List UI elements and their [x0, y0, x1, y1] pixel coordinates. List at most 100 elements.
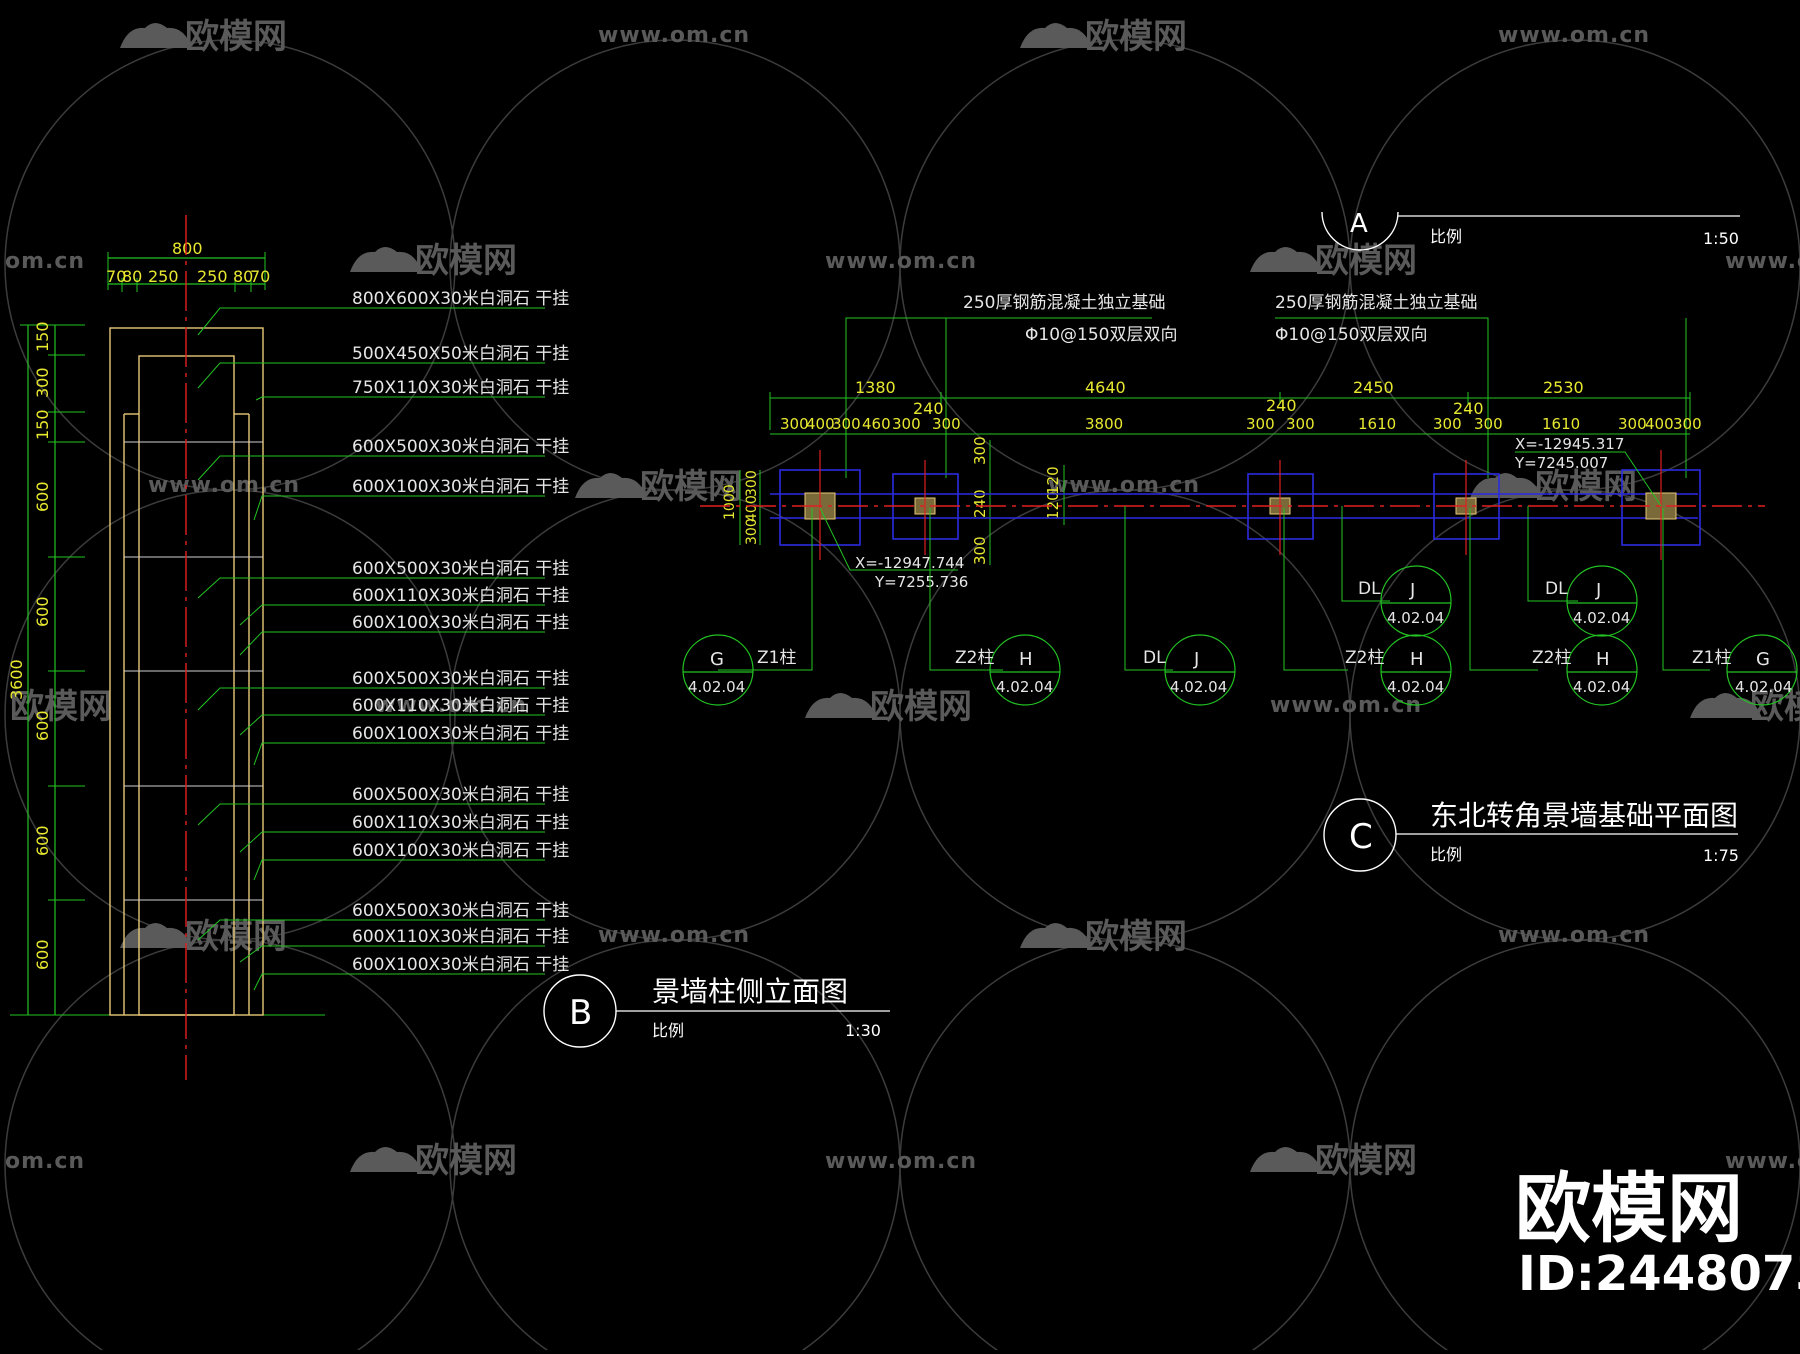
dim-mid: 1610 [1542, 415, 1580, 433]
material-label: 600X500X30米白洞石 干挂 [352, 785, 569, 805]
material-label: 600X100X30米白洞石 干挂 [352, 724, 569, 744]
title-plan-c: 东北转角景墙基础平面图 [1430, 799, 1738, 832]
sofa-logo-icon [1690, 693, 1762, 718]
watermark-brand: 欧模网 [415, 241, 517, 281]
watermark-url: www.om.cn [825, 249, 977, 274]
material-label: 600X500X30米白洞石 干挂 [352, 437, 569, 457]
svg-text:Z2柱: Z2柱 [955, 648, 994, 668]
svg-text:4.02.04: 4.02.04 [1735, 678, 1792, 696]
svg-text:Z2柱: Z2柱 [1532, 648, 1571, 668]
dim-mid: 300 [832, 415, 861, 433]
svg-text:4.02.04: 4.02.04 [1573, 609, 1630, 627]
watermark-brand: 欧模网 [1535, 467, 1637, 507]
dim-left: 300 [744, 470, 760, 497]
callout-h-3: Z2柱 H 4.02.04 [1532, 648, 1630, 696]
dim-height: 600 [33, 481, 52, 512]
sofa-logo-icon [1020, 923, 1092, 948]
sofa-logo-icon [1250, 247, 1322, 272]
watermark-url: www.om.cn [1270, 693, 1422, 718]
watermark-brand: 欧模网 [1315, 241, 1417, 281]
svg-text:H: H [1596, 649, 1610, 670]
watermark-brand: 欧模网 [185, 917, 287, 957]
dim-sub: 80 [122, 267, 142, 286]
dim-vert2: 120 [1044, 466, 1062, 495]
watermark-brand-texts: 欧模网 欧模网 欧模网 欧模网 欧模网 欧模网 欧模网 欧模网 欧模网 欧模网 … [10, 17, 1800, 1181]
dim-mid: 300 [1673, 415, 1702, 433]
title-block-a: A 比例 1:50 [1321, 209, 1740, 251]
sofa-logo-icon [805, 693, 877, 718]
sofa-logo-icon [120, 923, 192, 948]
scale-a: 1:50 [1703, 229, 1739, 248]
dim-mid: 300 [1618, 415, 1647, 433]
material-label: 600X110X30米白洞石 干挂 [352, 696, 569, 716]
sofa-logo-icon [120, 23, 192, 48]
coord-x: X=-12945.317 [1515, 435, 1624, 453]
dim-mid: 400 [806, 415, 835, 433]
watermark-brand: 欧模网 [1315, 1141, 1417, 1181]
scale-label-c: 比例 [1430, 845, 1462, 864]
callout-j-upper: DL J 4.02.04 [1358, 579, 1444, 627]
dim-height: 150 [33, 321, 52, 352]
callout-h-2: Z2柱 H 4.02.04 [1345, 648, 1444, 696]
sofa-logo-icon [1020, 23, 1092, 48]
title-elevation-b: 景墙柱侧立面图 [652, 975, 848, 1008]
material-label: 600X100X30米白洞石 干挂 [352, 841, 569, 861]
material-label: 600X100X30米白洞石 干挂 [352, 613, 569, 633]
material-label: 600X100X30米白洞石 干挂 [352, 955, 569, 975]
dim-vert: 240 [971, 489, 989, 518]
title-letter-a: A [1350, 209, 1368, 239]
elevation-b: 800 70 80 250 250 80 70 150 300 1 [7, 215, 890, 1080]
material-label: 750X110X30米白洞石 干挂 [352, 378, 569, 398]
dim-height: 600 [33, 596, 52, 627]
svg-text:4.02.04: 4.02.04 [1170, 678, 1227, 696]
title-letter-c: C [1349, 817, 1373, 857]
scale-label-b: 比例 [652, 1021, 684, 1040]
dim-height: 300 [33, 367, 52, 398]
svg-text:G: G [710, 649, 724, 670]
dim-sub: 80 [233, 267, 253, 286]
watermark-brand: 欧模网 [870, 687, 972, 727]
svg-text:4.02.04: 4.02.04 [1387, 678, 1444, 696]
dim-sub: 70 [250, 267, 270, 286]
dim-mid: 300 [892, 415, 921, 433]
watermark-brand: 欧模网 [1750, 687, 1800, 727]
dim-height: 600 [33, 825, 52, 856]
watermark-url: www.om.cn [1725, 249, 1800, 274]
dim-240: 240 [1453, 399, 1484, 418]
material-label: 600X500X30米白洞石 干挂 [352, 901, 569, 921]
foundation-note: Φ10@150双层双向 [1275, 325, 1427, 345]
dim-240: 240 [1266, 396, 1297, 415]
svg-text:J: J [1409, 580, 1415, 601]
dim-mid: 1610 [1358, 415, 1396, 433]
sofa-logo-icon [575, 473, 647, 498]
watermark-url: www.om.cn [825, 1149, 977, 1174]
coord-x: X=-12947.744 [855, 554, 964, 572]
watermark-url: www.om.cn [598, 923, 750, 948]
dim-left: 400 [744, 495, 760, 522]
material-label: 600X500X30米白洞石 干挂 [352, 669, 569, 689]
watermark-brand: 欧模网 [1085, 17, 1187, 57]
dim-height: 150 [33, 409, 52, 440]
dim-vert2: 120 [1044, 491, 1062, 520]
svg-text:H: H [1410, 649, 1424, 670]
svg-text:4.02.04: 4.02.04 [1387, 609, 1444, 627]
callout-g-right: Z1柱 G 4.02.04 [1692, 648, 1792, 696]
sofa-logo-icon [1470, 473, 1542, 498]
dim-vert: 300 [971, 536, 989, 565]
dim-left: 1000 [722, 484, 738, 520]
dim-sub: 250 [148, 267, 179, 286]
material-label: 500X450X50米白洞石 干挂 [352, 344, 569, 364]
callout-j-upper-2: DL J 4.02.04 [1545, 579, 1630, 627]
model-id: ID:2448073 [1518, 1246, 1800, 1302]
title-letter-b: B [569, 993, 592, 1033]
svg-text:J: J [1193, 649, 1199, 670]
svg-text:G: G [1756, 649, 1770, 670]
brand-logo-text: 欧模网 [1515, 1164, 1743, 1253]
dim-240: 240 [913, 399, 944, 418]
svg-text:4.02.04: 4.02.04 [996, 678, 1053, 696]
dim-mid: 460 [862, 415, 891, 433]
watermark-brand: 欧模网 [640, 467, 742, 507]
dim-top: 2530 [1543, 378, 1584, 397]
dim-height: 600 [33, 939, 52, 970]
callout-j: DL J 4.02.04 [1143, 648, 1227, 696]
